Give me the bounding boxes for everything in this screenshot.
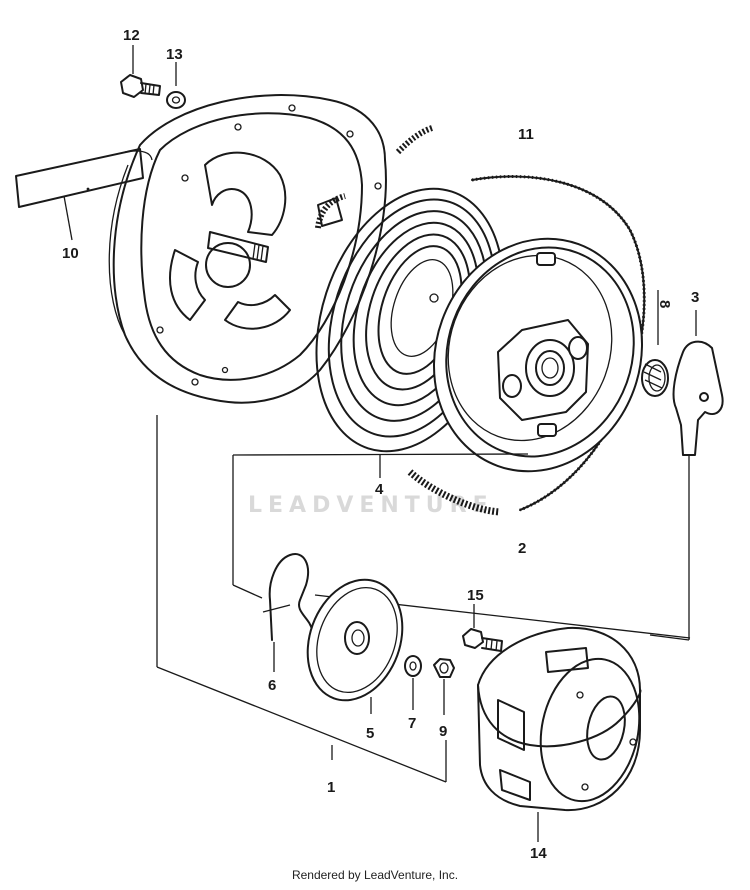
label-part-1: 1 — [327, 779, 335, 796]
leader-lines — [156, 415, 691, 783]
label-part-10: 10 — [62, 245, 79, 262]
spiral-spring-part — [315, 187, 505, 478]
rope-part — [315, 125, 646, 516]
credit-footer: Rendered by LeadVenture, Inc. — [291, 868, 459, 882]
label-part-3: 3 — [691, 289, 699, 306]
starter-case — [108, 94, 387, 404]
part-labels: 12 13 11 10 3 8 4 2 15 6 7 5 9 1 14 — [62, 27, 699, 862]
ratchet-spring-part — [641, 290, 669, 397]
label-part-2: 2 — [518, 540, 526, 557]
label-part-5: 5 — [366, 725, 374, 742]
friction-spring-part — [262, 553, 315, 672]
ratchet-part — [672, 310, 724, 456]
label-part-12: 12 — [123, 27, 140, 44]
label-part-9: 9 — [439, 723, 447, 740]
label-part-14: 14 — [530, 845, 547, 862]
label-part-15: 15 — [467, 587, 484, 604]
starter-pulley-part — [477, 626, 642, 842]
friction-plate-part — [306, 578, 404, 714]
label-part-13: 13 — [166, 46, 183, 63]
label-part-4: 4 — [375, 481, 384, 498]
label-part-11: 11 — [518, 126, 534, 143]
handle-part — [15, 148, 153, 241]
reel-part — [429, 237, 643, 473]
washer-part — [404, 655, 422, 710]
nut-part — [433, 658, 455, 715]
label-part-6: 6 — [268, 677, 276, 694]
lock-washer-part — [166, 62, 186, 109]
label-part-7: 7 — [408, 715, 416, 732]
pulley-bolt-part — [462, 604, 503, 652]
label-part-8: 8 — [656, 300, 673, 308]
bolt-part — [120, 45, 161, 98]
